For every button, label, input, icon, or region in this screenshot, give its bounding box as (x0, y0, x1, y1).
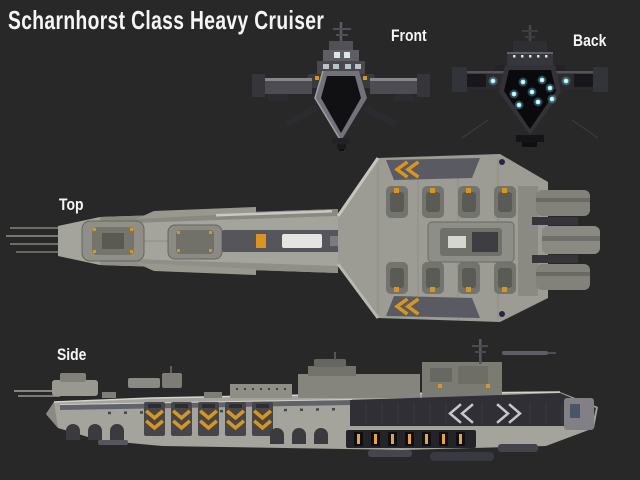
top-view-render (6, 154, 600, 322)
side-engine-vents (346, 430, 476, 448)
top-turret-pods-lower (386, 262, 516, 294)
side-underhull-pods (98, 440, 538, 461)
front-view-render (252, 22, 430, 151)
side-bow-turret (52, 366, 182, 398)
top-turret-pods-upper (386, 186, 516, 218)
back-view-render (452, 25, 608, 147)
front-lower-fins (284, 104, 398, 127)
back-tower (507, 41, 553, 65)
top-engine-pods (532, 190, 600, 290)
top-center-block (427, 221, 515, 263)
side-view-label: Side (57, 345, 87, 364)
front-prow (314, 70, 367, 142)
page-title: Scharnhorst Class Heavy Cruiser (8, 5, 325, 35)
back-engine-glow-dots (488, 75, 571, 110)
front-tower (317, 41, 365, 74)
front-view-label: Front (391, 26, 427, 45)
top-second-turret (167, 224, 223, 260)
front-keel-details (332, 138, 350, 151)
side-chevron-panels (144, 402, 273, 436)
top-bow-turret (81, 220, 145, 262)
side-view-render (14, 339, 598, 461)
side-hull-arches (66, 424, 328, 444)
side-mast (472, 339, 556, 364)
back-view-label: Back (573, 31, 607, 50)
side-superstructure (204, 352, 502, 398)
side-stern-details (564, 398, 594, 430)
side-gun-barrels (14, 390, 60, 397)
front-mast (333, 22, 351, 42)
side-dark-band (350, 393, 596, 426)
top-edge-panel-lower (386, 296, 480, 318)
front-wings (252, 74, 430, 101)
back-engine-housing (499, 65, 561, 135)
back-mast (522, 25, 538, 42)
top-view-label: Top (59, 195, 84, 214)
top-edge-panel-upper (386, 158, 480, 180)
top-gun-barrels (6, 227, 60, 253)
back-keel-details (461, 119, 599, 147)
